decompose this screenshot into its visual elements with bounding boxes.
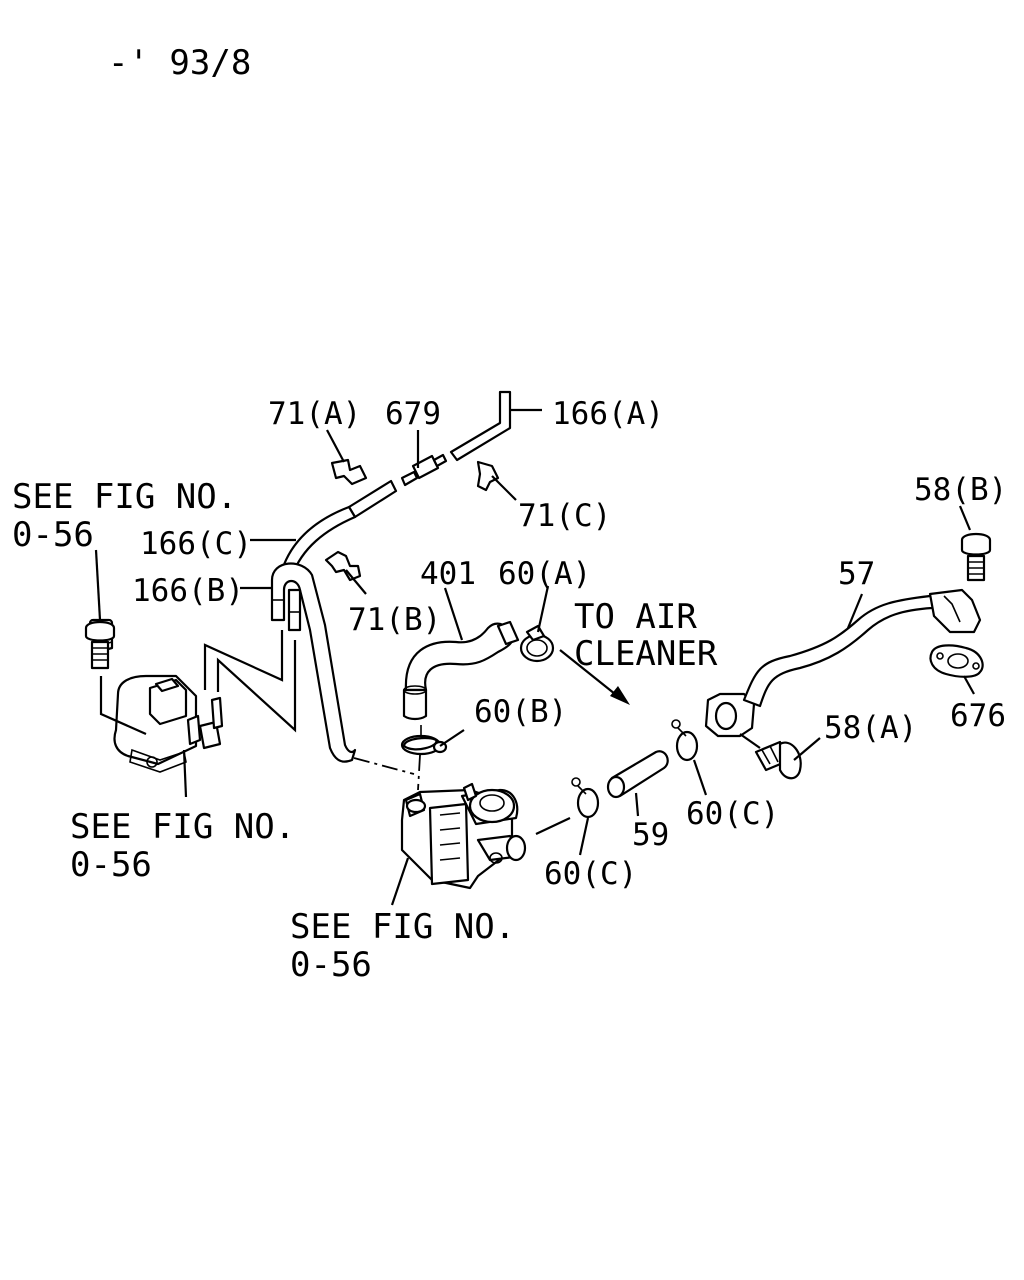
callout-71b: 71(B) — [348, 602, 441, 638]
gasket-60c-right — [671, 719, 699, 762]
air-flow-arrow — [559, 649, 630, 705]
leader-lines — [94, 408, 975, 906]
callout-60c-lower: 60(C) — [544, 856, 637, 892]
flow-note-line1: TO AIR — [574, 597, 697, 637]
ref3-line1: SEE FIG NO. — [290, 907, 515, 947]
gasket-676 — [929, 644, 984, 678]
clip-71a — [330, 458, 368, 486]
ref2-line1: SEE FIG NO. — [70, 807, 295, 847]
date-code: -' 93/8 — [108, 43, 251, 83]
callout-166c: 166(C) — [140, 526, 252, 562]
centerline-hose-valve — [353, 757, 415, 775]
leader-bolt-valve — [99, 676, 147, 736]
callout-166a: 166(A) — [552, 396, 664, 432]
connector-679 — [400, 453, 448, 487]
leader-valve-gasket — [535, 817, 571, 835]
ref1-line1: SEE FIG NO. — [12, 477, 237, 517]
callout-679: 679 — [385, 396, 441, 432]
callout-60b: 60(B) — [474, 694, 567, 730]
callout-58a: 58(A) — [824, 710, 917, 746]
centerline-gasket-valve — [417, 754, 421, 791]
bolt-58b — [960, 532, 992, 582]
ref1-line2: 0-56 — [12, 515, 94, 555]
gasket-60c-lower — [571, 777, 600, 819]
callout-57: 57 — [838, 556, 875, 592]
gasket-60b — [402, 736, 438, 751]
leader-zigzag — [203, 630, 284, 690]
clamp-60a — [519, 624, 555, 663]
hose-166a — [449, 390, 512, 462]
pipe-57 — [704, 588, 982, 738]
bolt-58a — [754, 740, 802, 780]
ref2-line2: 0-56 — [70, 845, 152, 885]
leader-ref2 — [182, 749, 188, 798]
callout-58b: 58(B) — [914, 472, 1007, 508]
vsv-valve-left — [88, 618, 224, 773]
callout-676: 676 — [950, 698, 1006, 734]
flow-note-line2: CLEANER — [574, 634, 718, 674]
pipe-59 — [606, 750, 669, 799]
callout-166b: 166(B) — [132, 573, 244, 609]
callout-71a: 71(A) — [268, 396, 361, 432]
bolt-left — [84, 620, 116, 670]
ref3-line2: 0-56 — [290, 945, 372, 985]
hose-166c — [280, 479, 398, 578]
hose-166b — [270, 562, 357, 763]
clip-71b — [324, 550, 362, 582]
callout-60a: 60(A) — [498, 556, 591, 592]
callout-401: 401 — [420, 556, 476, 592]
callout-59: 59 — [632, 817, 669, 853]
callout-60c-right: 60(C) — [686, 796, 779, 832]
leader-zigzag-2 — [216, 640, 297, 733]
clip-71c — [476, 460, 500, 492]
callout-71c: 71(C) — [518, 498, 611, 534]
hose-401 — [402, 620, 520, 721]
